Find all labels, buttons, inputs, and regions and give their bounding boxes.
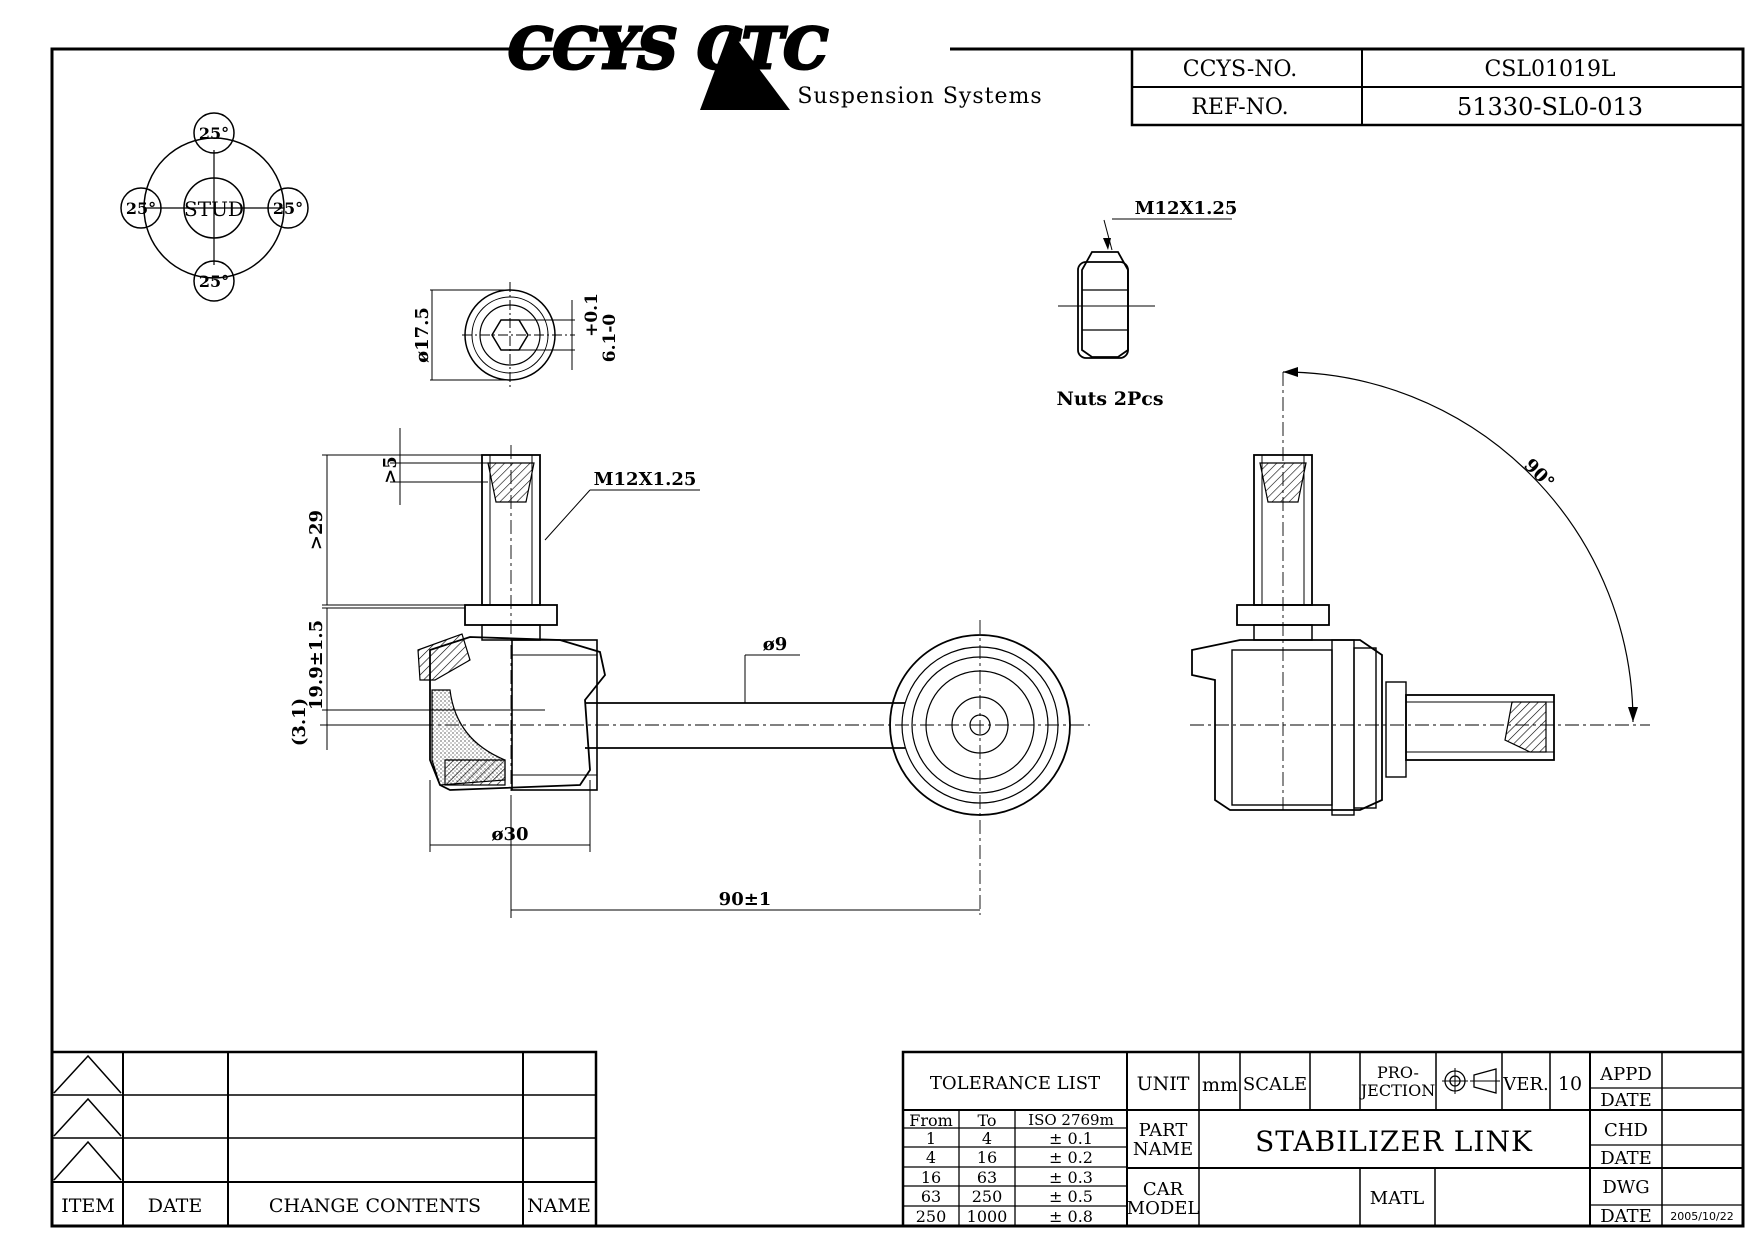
date-label-3: DATE xyxy=(1600,1206,1652,1227)
date-label-1: DATE xyxy=(1600,1090,1652,1111)
dim-stud-end-dia: ø17.5 xyxy=(412,307,433,363)
rev-header-item: ITEM xyxy=(61,1195,115,1217)
tolerance-to: 4 xyxy=(982,1129,992,1148)
nuts-note: Nuts 2Pcs xyxy=(1056,388,1163,410)
dim-housing-dia: ø30 xyxy=(491,824,528,845)
rev-header-name: NAME xyxy=(527,1195,591,1217)
nut-view: M12X1.25 Nuts 2Pcs xyxy=(1056,198,1237,410)
projection-line2: JECTION xyxy=(1359,1081,1435,1100)
angle-bottom: 25° xyxy=(199,272,229,291)
tolerance-from: 1 xyxy=(926,1129,936,1148)
tolerance-row: 16 63 ± 0.3 xyxy=(921,1168,1093,1187)
car-model-line1: CAR xyxy=(1143,1179,1184,1200)
date-label-2: DATE xyxy=(1600,1148,1652,1169)
part-name-value: STABILIZER LINK xyxy=(1255,1125,1533,1158)
projection-symbol-icon xyxy=(1442,1068,1500,1094)
angle-right: 25° xyxy=(273,199,303,218)
title-block: TOLERANCE LIST From To ISO 2769m 1 4 ± 0… xyxy=(901,1050,1745,1228)
angle-top: 25° xyxy=(199,124,229,143)
header-table: CCYS-NO. CSL01019L REF-NO. 51330-SL0-013 xyxy=(1130,47,1745,127)
dim-hex-tol-bottom: 6.1-0 xyxy=(600,314,620,363)
dim-gt29: >29 xyxy=(306,510,327,550)
dim-hex-tol-top: +0.1 xyxy=(582,293,602,337)
car-model-line2: MODEL xyxy=(1127,1198,1200,1219)
projection-line1: PRO- xyxy=(1377,1063,1419,1082)
tolerance-from: 16 xyxy=(921,1168,941,1187)
scale-label: SCALE xyxy=(1243,1074,1307,1095)
tolerance-value: ± 0.2 xyxy=(1049,1148,1093,1167)
ref-no-label: REF-NO. xyxy=(1191,95,1288,120)
stud-end-view: ø17.5 +0.1 6.1-0 xyxy=(412,282,620,388)
unit-label: UNIT xyxy=(1137,1073,1190,1095)
stud-label: STUD xyxy=(184,197,244,221)
tolerance-value: ± 0.1 xyxy=(1049,1129,1093,1148)
dwg-date: 2005/10/22 xyxy=(1670,1210,1733,1223)
dim-center-distance: 90±1 xyxy=(719,889,772,910)
brand-logo: CCYS CTC Suspension Systems xyxy=(507,15,1042,110)
tolerance-row: 250 1000 ± 0.8 xyxy=(916,1207,1093,1226)
chd-label: CHD xyxy=(1604,1120,1648,1141)
tolerance-to: 16 xyxy=(977,1148,997,1167)
stud-angle-diagram: STUD 25° 25° 25° 25° xyxy=(120,112,309,302)
rev-header-date: DATE xyxy=(148,1195,202,1217)
dim-thread-main: M12X1.25 xyxy=(594,469,697,490)
appd-label: APPD xyxy=(1599,1064,1652,1085)
tolerance-from: 4 xyxy=(926,1148,936,1167)
tolerance-value: ± 0.5 xyxy=(1049,1187,1093,1206)
revision-table: ITEM DATE CHANGE CONTENTS NAME xyxy=(50,1050,598,1228)
matl-label: MATL xyxy=(1370,1188,1424,1209)
angle-left: 25° xyxy=(126,199,156,218)
ver-label: VER. xyxy=(1502,1074,1548,1095)
dwg-label: DWG xyxy=(1602,1177,1649,1198)
dim-gt5: >5 xyxy=(380,456,401,484)
ver-value: 10 xyxy=(1558,1073,1582,1095)
side-view: 90° xyxy=(1190,367,1650,816)
ref-no-value: 51330-SL0-013 xyxy=(1457,93,1643,121)
tolerance-value: ± 0.8 xyxy=(1049,1207,1093,1226)
dim-rod-dia: ø9 xyxy=(763,634,788,655)
front-view: M12X1.25 >5 >29 19.9±1.5 (3.1) ø9 ø30 90… xyxy=(289,428,1090,918)
unit-value: mm xyxy=(1202,1074,1238,1096)
tolerance-row: 4 16 ± 0.2 xyxy=(926,1148,1093,1167)
ccys-no-value: CSL01019L xyxy=(1484,57,1615,82)
tolerance-to: 1000 xyxy=(967,1207,1008,1226)
tolerance-from: 250 xyxy=(916,1207,947,1226)
tolerance-to: 250 xyxy=(972,1187,1003,1206)
ccys-no-label: CCYS-NO. xyxy=(1183,57,1298,82)
tolerance-row: 1 4 ± 0.1 xyxy=(926,1129,1093,1148)
tolerance-col-to: To xyxy=(977,1111,996,1130)
dim-height: 19.9±1.5 xyxy=(306,620,327,710)
tolerance-col-from: From xyxy=(909,1111,953,1130)
dim-offset: (3.1) xyxy=(289,698,310,746)
brand-logo-text: CCYS CTC xyxy=(508,16,828,82)
tolerance-col-iso: ISO 2769m xyxy=(1028,1111,1114,1129)
tolerance-to: 63 xyxy=(977,1168,997,1187)
tolerance-title: TOLERANCE LIST xyxy=(930,1073,1100,1094)
tolerance-row: 63 250 ± 0.5 xyxy=(921,1187,1093,1206)
rev-header-change-contents: CHANGE CONTENTS xyxy=(269,1195,481,1217)
part-name-line1: PART xyxy=(1139,1120,1188,1141)
brand-tagline: Suspension Systems xyxy=(797,84,1042,109)
tolerance-value: ± 0.3 xyxy=(1049,1168,1093,1187)
dim-rotation-angle: 90° xyxy=(1519,455,1558,494)
tolerance-from: 63 xyxy=(921,1187,941,1206)
dim-thread-nut: M12X1.25 xyxy=(1135,198,1238,219)
part-name-line2: NAME xyxy=(1133,1139,1193,1160)
